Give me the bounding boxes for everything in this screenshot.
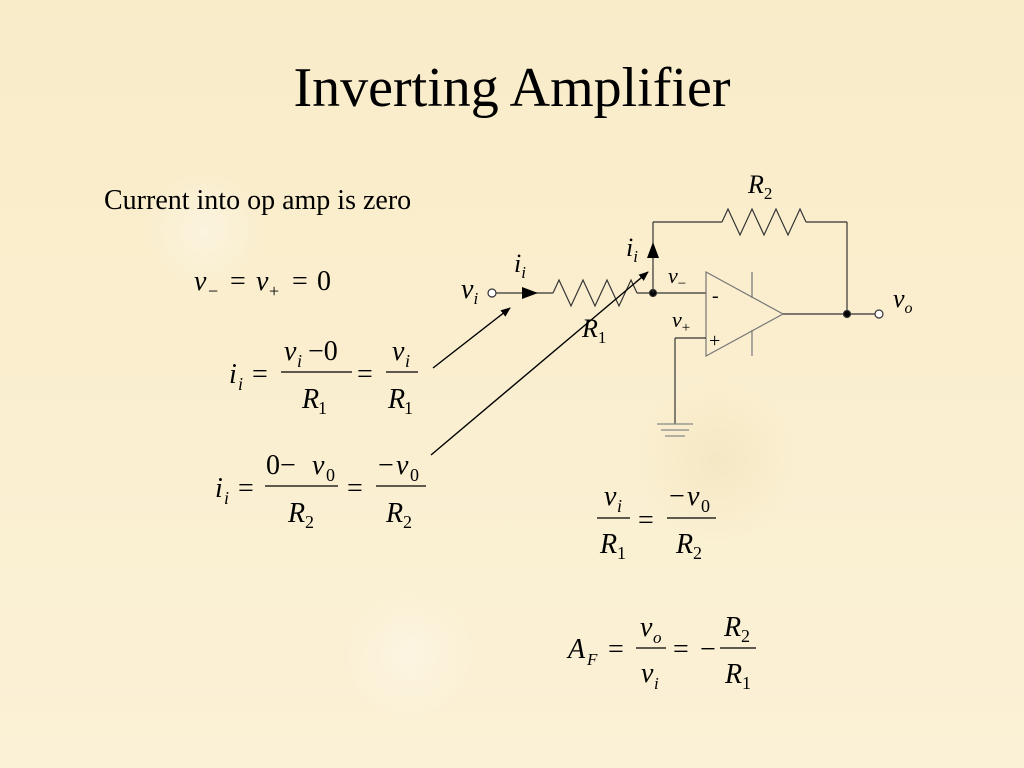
eq2-f1-den: R [301, 384, 319, 415]
equation-feedback-current: i i = 0− v 0 R 2 = − v 0 R 2 [215, 450, 426, 532]
r1-label: R1 [581, 314, 606, 347]
eq3-equals-2: = [347, 473, 363, 504]
eq1-v: v [194, 266, 207, 297]
eq5-f2-num: R [723, 612, 741, 643]
eq4-f1-den-sub: 1 [617, 543, 626, 563]
eq3-f1-num-sub: 0 [326, 465, 335, 485]
output-voltage-label: vo [893, 284, 913, 317]
eq2-equals-1: = [252, 359, 268, 390]
eq2-f2-den: R [387, 384, 405, 415]
eq3-f1-den-sub: 2 [305, 512, 314, 532]
eq5-f2-num-sub: 2 [741, 626, 750, 646]
eq3-f2-num-sub: 0 [410, 465, 419, 485]
vplus-label: v+ [672, 307, 690, 336]
equation-gain: A F = v o v i = − R 2 R 1 [566, 612, 756, 693]
eq2-f2-num-v: v [392, 336, 405, 367]
eq3-lhs: i [215, 473, 223, 504]
eq1-equals-2: = [292, 266, 308, 297]
equation-virtual-ground: v − = v + = 0 [194, 266, 331, 301]
input-current-label: ii [514, 249, 526, 282]
eq1-equals-1: = [230, 266, 246, 297]
eq2-f1-num-rest: −0 [308, 336, 338, 367]
op-amp-minus-sign: - [712, 285, 719, 307]
equation-current-balance: v i R 1 = − v 0 R 2 [597, 481, 716, 563]
op-amp-plus-sign: + [709, 330, 720, 352]
eq4-f2-num-sub: 0 [701, 496, 710, 516]
eq3-f1-num-v: v [312, 450, 325, 481]
eq3-f2-den-sub: 2 [403, 512, 412, 532]
eq5-lhs: A [566, 634, 586, 665]
eq5-negative-sign: − [700, 634, 716, 665]
eq4-f2-den-sub: 2 [693, 543, 702, 563]
eq1-v2-sub: + [269, 281, 279, 301]
eq2-equals-2: = [357, 359, 373, 390]
eq2-f2-num-sub: i [405, 351, 410, 371]
eq5-f1-den-v: v [641, 658, 654, 689]
eq4-f1-den: R [599, 529, 617, 560]
eq4-f2-num-v: v [687, 481, 700, 512]
eq1-zero: 0 [317, 266, 331, 297]
eq5-f2-den-sub: 1 [742, 673, 751, 693]
eq2-lhs-sub: i [238, 374, 243, 394]
eq5-f1-num-v: v [640, 612, 653, 643]
eq5-f1-den-sub: i [654, 674, 659, 693]
input-terminal [487, 288, 497, 298]
eq3-f2-num-v: v [396, 450, 409, 481]
eq5-f1-num-sub: o [653, 628, 662, 647]
eq2-f2-den-sub: 1 [404, 398, 413, 418]
slide-subtitle: Current into op amp is zero [104, 185, 412, 216]
eq4-f1-num-sub: i [617, 496, 622, 516]
op-amp-body [705, 270, 785, 358]
pointer-arrows [430, 271, 649, 456]
eq1-v-sub: − [208, 281, 218, 301]
feedback-current-label: ii [626, 233, 638, 266]
eq4-equals: = [638, 505, 654, 536]
pointer-arrow-input-current [432, 307, 511, 369]
slide-title: Inverting Amplifier [293, 57, 731, 119]
eq2-lhs: i [229, 359, 237, 390]
eq3-f1-num-pre: 0− [266, 450, 296, 481]
eq4-f2-den: R [675, 529, 693, 560]
eq1-v2: v [256, 266, 269, 297]
r2-label: R2 [747, 170, 772, 203]
pointer-arrow-feedback-current [430, 271, 649, 456]
circuit [487, 207, 884, 437]
equations: v − = v + = 0 i i = v i −0 R 1 = v i R 1 [194, 266, 756, 693]
eq5-lhs-sub: F [586, 650, 598, 669]
eq5-equals-2: = [673, 634, 689, 665]
output-terminal [874, 309, 884, 319]
equation-input-current: i i = v i −0 R 1 = v i R 1 [229, 336, 418, 418]
eq5-f2-den: R [724, 659, 742, 690]
eq3-f2-num-pre: − [378, 450, 394, 481]
vminus-label: v− [668, 263, 686, 292]
eq3-f1-den: R [287, 498, 305, 529]
input-voltage-label: vi [461, 274, 478, 308]
output-node [842, 309, 852, 319]
eq2-f1-den-sub: 1 [318, 398, 327, 418]
eq2-f1-num-v: v [284, 336, 297, 367]
eq3-lhs-sub: i [224, 488, 229, 508]
eq5-equals-1: = [608, 634, 624, 665]
eq2-f1-num-sub: i [297, 351, 302, 371]
eq4-f2-num-pre: − [669, 481, 685, 512]
resistor-r2 [721, 207, 807, 237]
circuit-labels: R2 R1 ii ii vi vo v− v+ - + [461, 170, 913, 352]
eq4-f1-num-v: v [604, 481, 617, 512]
resistor-r1 [552, 278, 638, 308]
feedback-current-arrow [647, 242, 659, 258]
eq3-equals-1: = [238, 473, 254, 504]
eq3-f2-den: R [385, 498, 403, 529]
input-current-arrow [522, 287, 538, 299]
